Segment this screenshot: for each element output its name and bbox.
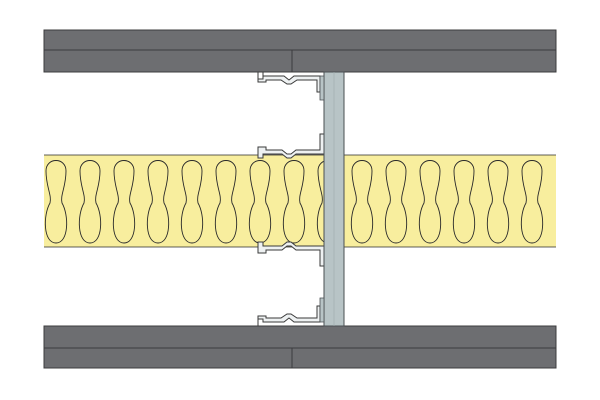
- bottom-boards: [43, 325, 557, 369]
- resilient-bar-top: [257, 72, 321, 93]
- insulation-fibre-lobe: [44, 160, 68, 244]
- top-boards: [43, 29, 557, 73]
- steel-stud: [319, 71, 345, 327]
- top-board-inner: [43, 49, 557, 73]
- insulation-fibre-lobe: [112, 160, 136, 244]
- insulation-fibre-lobe: [180, 160, 204, 244]
- insulation-fibre-lobe: [350, 160, 374, 244]
- resilient-bar-middle-lower: [257, 241, 325, 267]
- bottom-board-outer: [43, 347, 557, 369]
- insulation-fibre-lobe: [248, 160, 272, 244]
- insulation-fibre-lobe: [78, 160, 102, 244]
- bottom-board-inner: [43, 325, 557, 349]
- resilient-bar-bottom: [257, 305, 321, 326]
- top-board-outer: [43, 29, 557, 51]
- insulation-fibre-lobe: [486, 160, 510, 244]
- insulation-fibre-lobe: [146, 160, 170, 244]
- insulation-fibre-lobe: [520, 160, 544, 244]
- insulation-fibre-pattern: [44, 160, 544, 244]
- insulation-layer: [44, 154, 556, 248]
- insulation-fibre-lobe: [214, 160, 238, 244]
- insulation-fibre-lobe: [418, 160, 442, 244]
- insulation-fibre-lobe: [384, 160, 408, 244]
- resilient-bar-middle-upper: [257, 133, 325, 159]
- insulation-fibre-lobe: [282, 160, 306, 244]
- insulation-fibre-lobe: [452, 160, 476, 244]
